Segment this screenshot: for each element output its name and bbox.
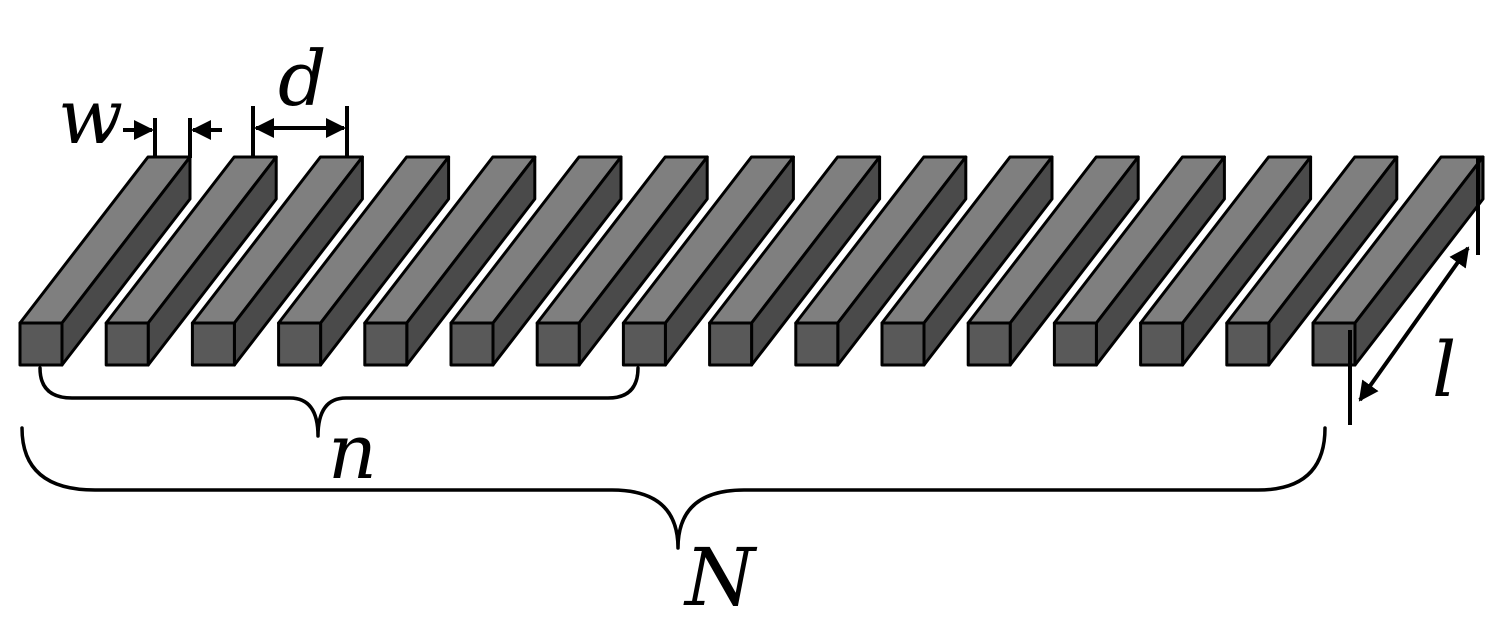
grating-bar — [18, 155, 192, 367]
grating-bar — [708, 155, 882, 367]
bar-front-face — [1052, 321, 1098, 367]
label-l: l — [1432, 325, 1456, 414]
grating-bar — [449, 155, 623, 367]
grating-bar — [190, 155, 364, 367]
bar-front-face — [363, 321, 409, 367]
bar-front-face — [1225, 321, 1271, 367]
bar-front-face — [794, 321, 840, 367]
bar-front-face — [18, 321, 64, 367]
bar-front-face — [535, 321, 581, 367]
grating-bar — [1225, 155, 1399, 367]
grating-bars — [18, 155, 1485, 367]
bar-front-face — [104, 321, 150, 367]
grating-bar — [966, 155, 1140, 367]
label-w: w — [58, 72, 123, 161]
grating-bar — [104, 155, 278, 367]
brace-n: n — [38, 366, 640, 496]
grating-bar — [363, 155, 537, 367]
bar-front-face — [880, 321, 926, 367]
bar-front-face — [1311, 321, 1357, 367]
grating-bar — [535, 155, 709, 367]
grating-bar — [1052, 155, 1226, 367]
bar-front-face — [1139, 321, 1185, 367]
period-dimension: d — [251, 34, 349, 158]
bar-front-face — [190, 321, 236, 367]
bar-front-face — [966, 321, 1012, 367]
bar-front-face — [621, 321, 667, 367]
label-d: d — [278, 34, 327, 123]
grating-bar — [880, 155, 1054, 367]
bar-front-face — [708, 321, 754, 367]
bar-front-face — [277, 321, 323, 367]
brace-N: N — [20, 426, 1327, 624]
grating-bar — [794, 155, 968, 367]
bar-front-face — [449, 321, 495, 367]
label-N: N — [683, 531, 758, 624]
grating-bar — [621, 155, 795, 367]
width-dimension: w — [58, 72, 222, 161]
length-dimension: l — [1348, 158, 1480, 425]
grating-bar — [1139, 155, 1313, 367]
label-n: n — [328, 407, 377, 496]
grating-bar — [277, 155, 451, 367]
